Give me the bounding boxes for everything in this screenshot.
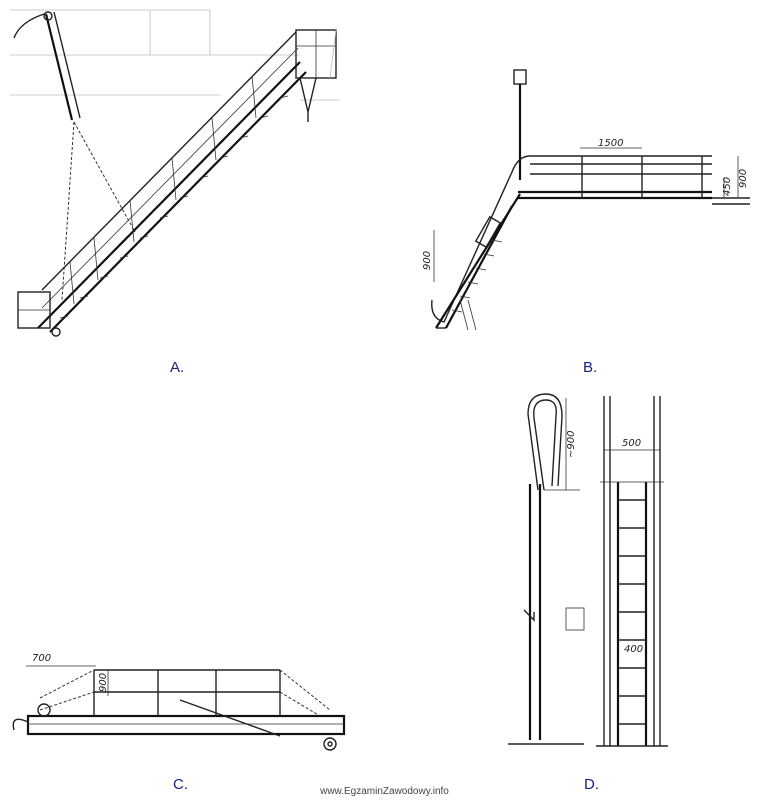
- label-a: A.: [170, 359, 185, 376]
- dimension-b-right-inner: 450: [722, 177, 733, 196]
- diagram-a-inclined-ladder: [0, 0, 345, 345]
- label-d: D.: [584, 776, 599, 793]
- label-c: C.: [173, 776, 188, 793]
- dimension-c-left: 700: [32, 653, 51, 664]
- dimension-d-lower: 400: [624, 644, 643, 655]
- dimension-b-right-outer: 900: [738, 169, 749, 188]
- diagram-d-vertical-ladder: ~900 500 400: [500, 390, 690, 755]
- dimension-b-top: 1500: [598, 138, 623, 149]
- label-b: B.: [583, 359, 598, 376]
- dimension-d-top: ~900: [566, 431, 577, 458]
- diagram-b-ladder-with-landing: 1500 900 450 900: [400, 60, 769, 350]
- diagram-c-gangway: 700 900: [0, 640, 360, 760]
- dimension-c-height: 900: [98, 673, 109, 692]
- footer-watermark: www.EgzaminZawodowy.info: [320, 786, 449, 797]
- dimension-b-left: 900: [422, 251, 433, 270]
- dimension-d-width: 500: [622, 438, 641, 449]
